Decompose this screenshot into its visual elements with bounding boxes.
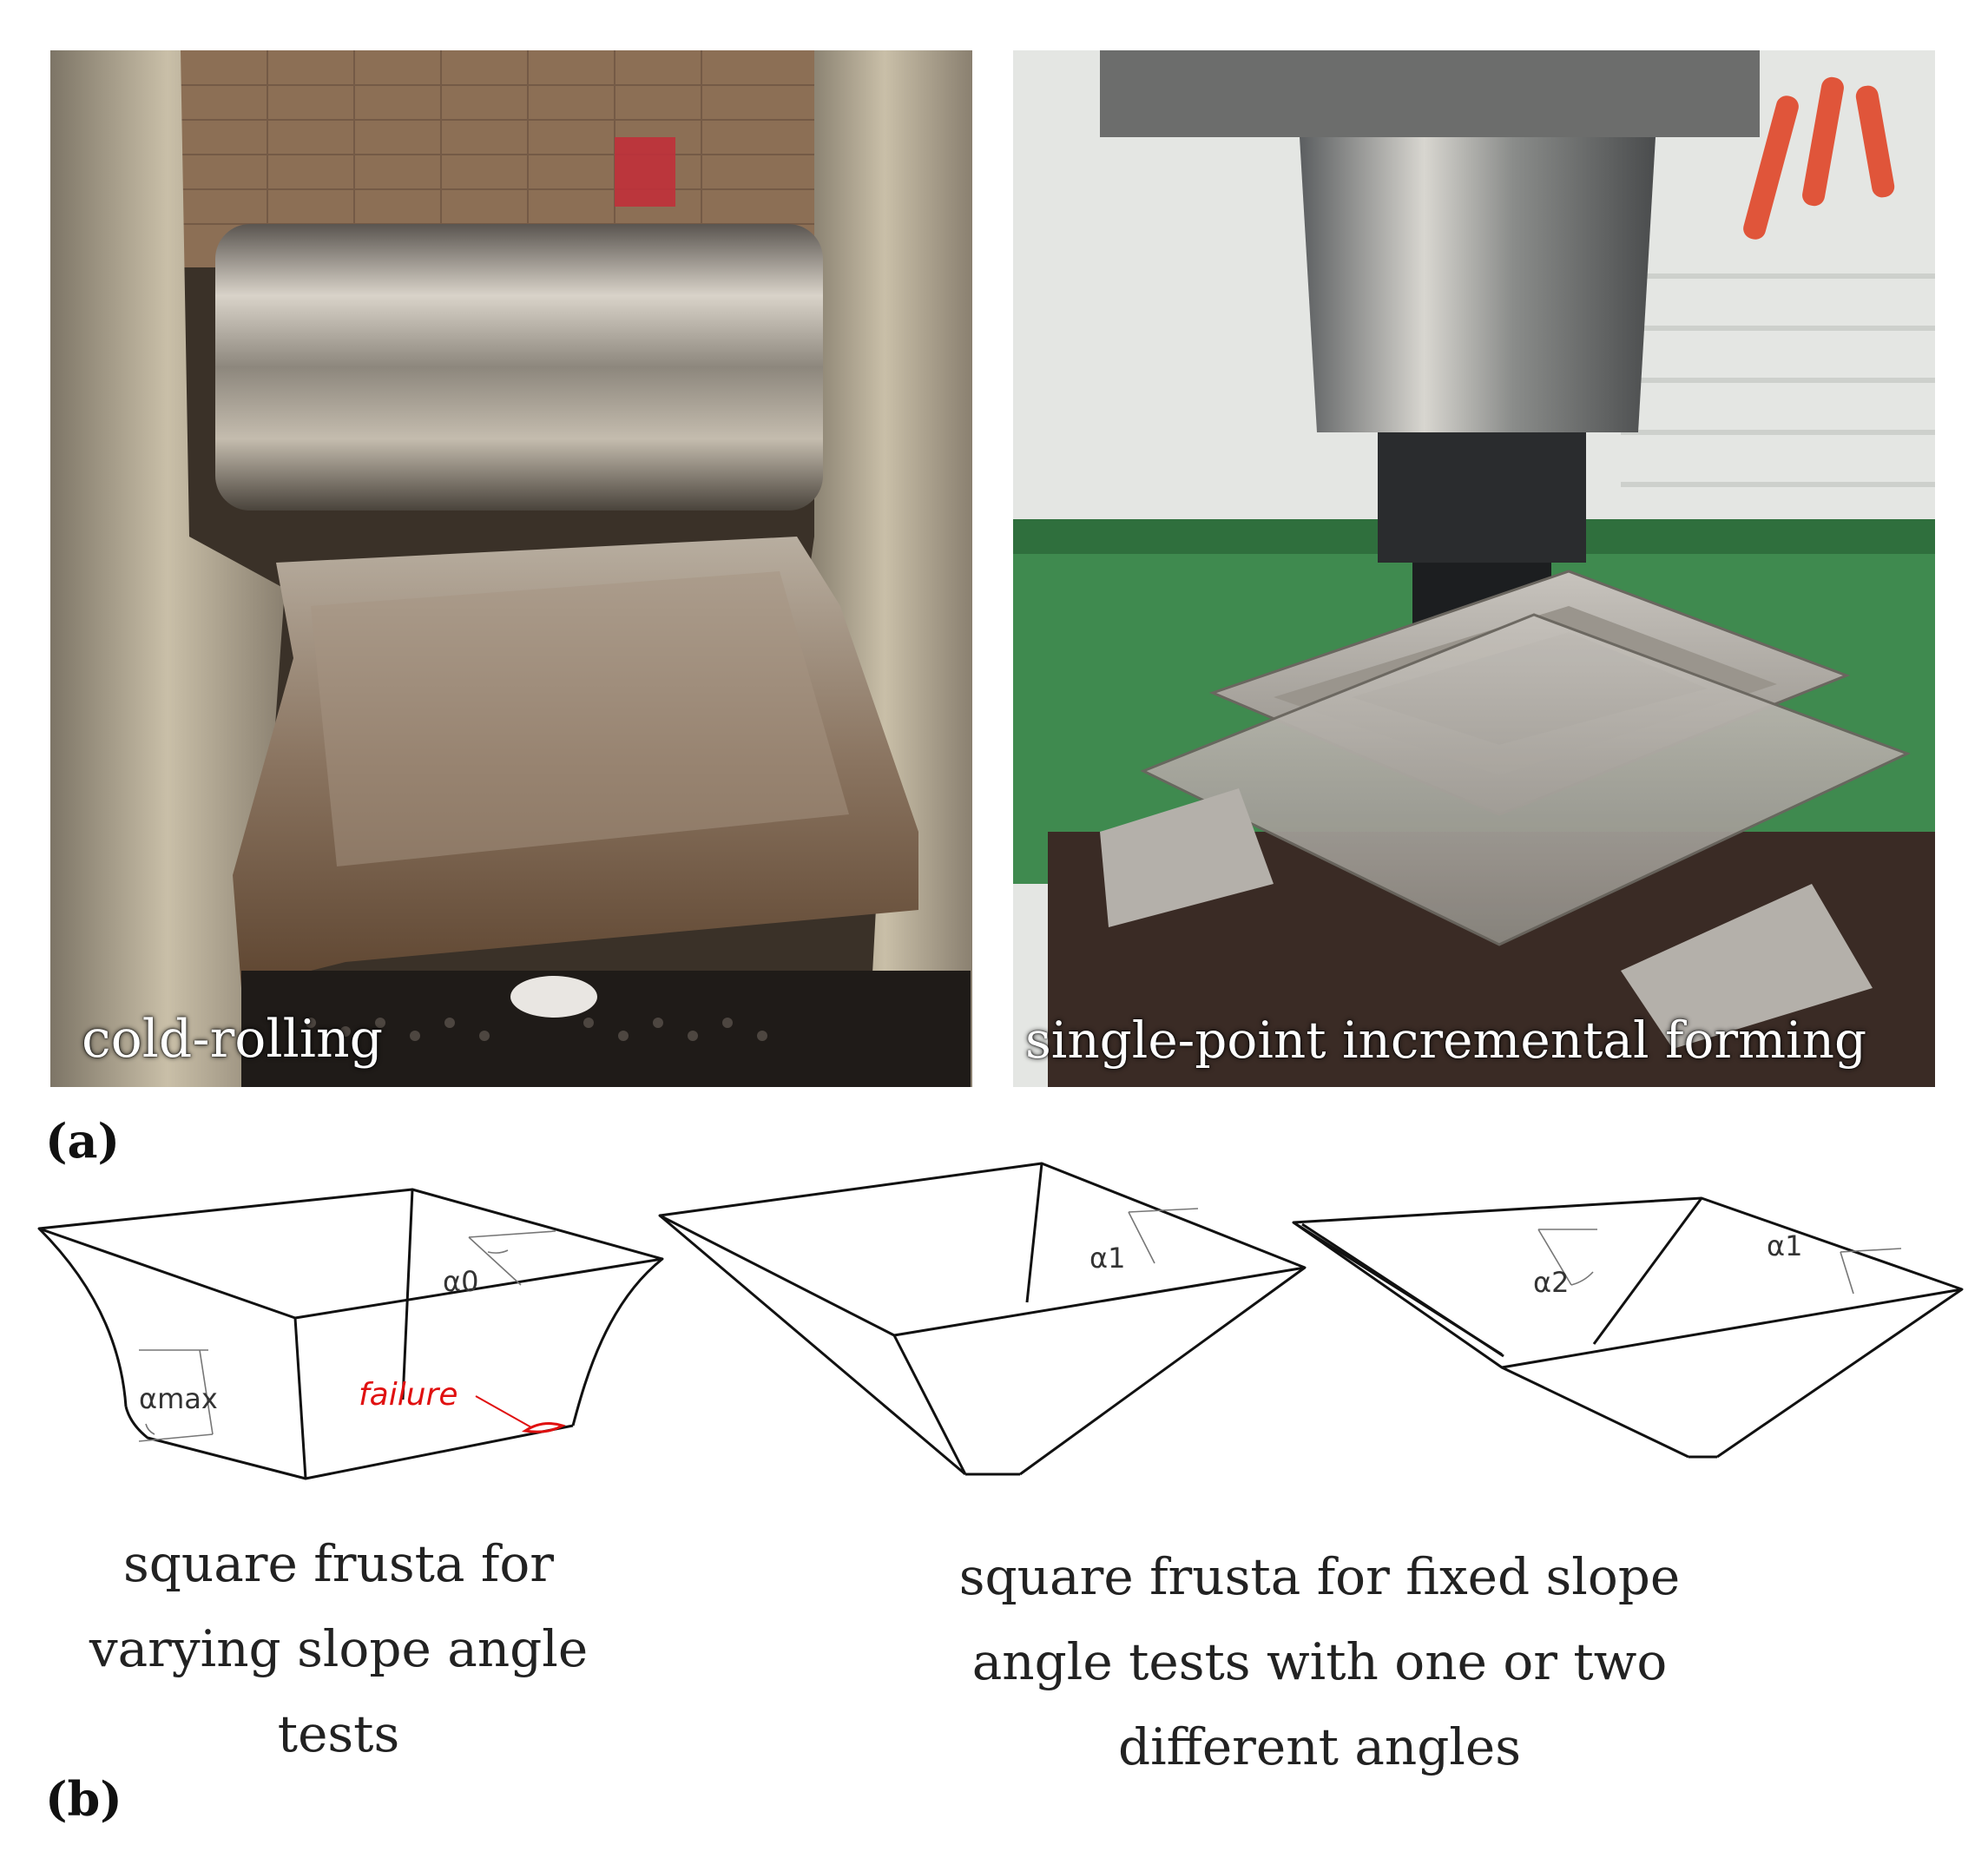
desc-varying-line: tests — [277, 1704, 400, 1763]
desc-varying: square frusta for varying slope angle te… — [35, 1521, 642, 1776]
frusta-drawings: α0 αmax α1 α2 α1 failure — [37, 1162, 1964, 1480]
alpha1-label-middle: α1 — [1089, 1242, 1125, 1275]
failure-label: failure — [359, 1377, 458, 1413]
desc-varying-line: square frusta for — [122, 1534, 555, 1593]
panel-a-label: (a) — [45, 1113, 121, 1169]
frustum-fixed-one-drawing — [658, 1162, 1307, 1476]
desc-varying-line: varying slope angle — [89, 1619, 589, 1678]
desc-fixed-line: angle tests with one or two — [971, 1632, 1668, 1691]
cold-rolling-photo: cold-rolling — [50, 50, 972, 1087]
alphamax-label: αmax — [139, 1382, 218, 1415]
spif-caption: single-point incremental forming — [1025, 1011, 1867, 1070]
alpha0-label: α0 — [443, 1265, 478, 1298]
alpha2-label: α2 — [1533, 1266, 1569, 1299]
cold-rolling-illustration — [50, 50, 972, 1087]
alpha1-label-right: α1 — [1767, 1229, 1802, 1262]
spif-photo: single-point incremental forming — [1013, 50, 1935, 1087]
desc-fixed-line: square frusta for fixed slope — [958, 1547, 1681, 1606]
frustum-fixed-two-drawing — [1292, 1196, 1964, 1459]
panel-b-label: (b) — [45, 1771, 122, 1827]
frustum-varying-drawing — [37, 1188, 664, 1480]
spif-illustration — [1013, 50, 1935, 1087]
cold-rolling-caption: cold-rolling — [82, 1009, 384, 1070]
desc-fixed: square frusta for fixed slope angle test… — [885, 1534, 1754, 1789]
desc-fixed-line: different angles — [1117, 1717, 1522, 1776]
